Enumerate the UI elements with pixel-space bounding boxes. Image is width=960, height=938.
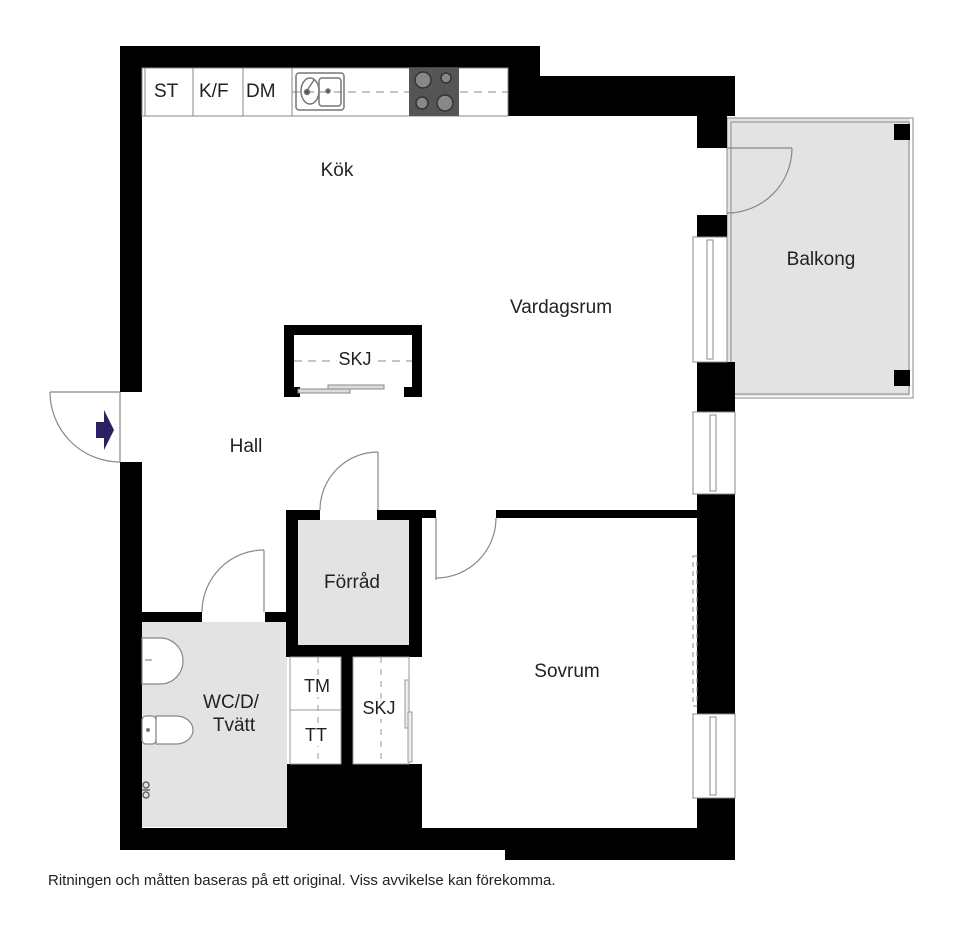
kitchen-sink-icon [295, 72, 345, 111]
entrance-door [49, 391, 121, 463]
room-label-balkong: Balkong [786, 249, 856, 270]
room-label-forrad: Förråd [324, 572, 380, 593]
laundry-tt-label: TT [305, 725, 327, 746]
shower-icon [142, 781, 150, 799]
disclaimer-text: Ritningen och måtten baseras på ett orig… [48, 872, 556, 889]
kitchen-unit-dm: DM [246, 81, 276, 102]
window-bedroom [692, 713, 736, 799]
washbasin-icon [141, 637, 184, 685]
window-living [692, 411, 736, 495]
room-label-kok: Kök [320, 160, 354, 181]
windows [692, 236, 736, 799]
stove-icon [409, 68, 459, 116]
room-label-hall: Hall [229, 436, 263, 457]
doors [49, 147, 793, 613]
hall-closet-label: SKJ [336, 349, 374, 370]
toilet-icon [141, 715, 194, 745]
storage-fill [298, 520, 409, 645]
room-label-wc-line1: WC/D/ [203, 692, 259, 713]
room-label-vardagsrum: Vardagsrum [509, 297, 613, 318]
kitchen-unit-st: ST [154, 81, 179, 102]
bedroom-closet-label: SKJ [362, 698, 396, 719]
bedroom-wardrobe-outline [692, 555, 698, 707]
balcony-door [726, 147, 793, 214]
window-living-balcony [692, 236, 728, 363]
storage-door [319, 451, 379, 511]
gray-room-fills [141, 118, 910, 827]
bedroom-door [435, 517, 497, 580]
laundry-tm-label: TM [304, 676, 330, 697]
room-label-wc-line2: Tvätt [212, 715, 256, 736]
balcony-post-top [894, 124, 910, 140]
walls [120, 46, 735, 860]
wc-door [201, 549, 265, 613]
kitchen-unit-kf: K/F [199, 81, 229, 102]
room-label-sovrum: Sovrum [534, 661, 600, 682]
balcony-fill [727, 118, 910, 396]
entrance-arrow-icon [96, 410, 114, 450]
balcony-post-bottom [894, 370, 910, 386]
